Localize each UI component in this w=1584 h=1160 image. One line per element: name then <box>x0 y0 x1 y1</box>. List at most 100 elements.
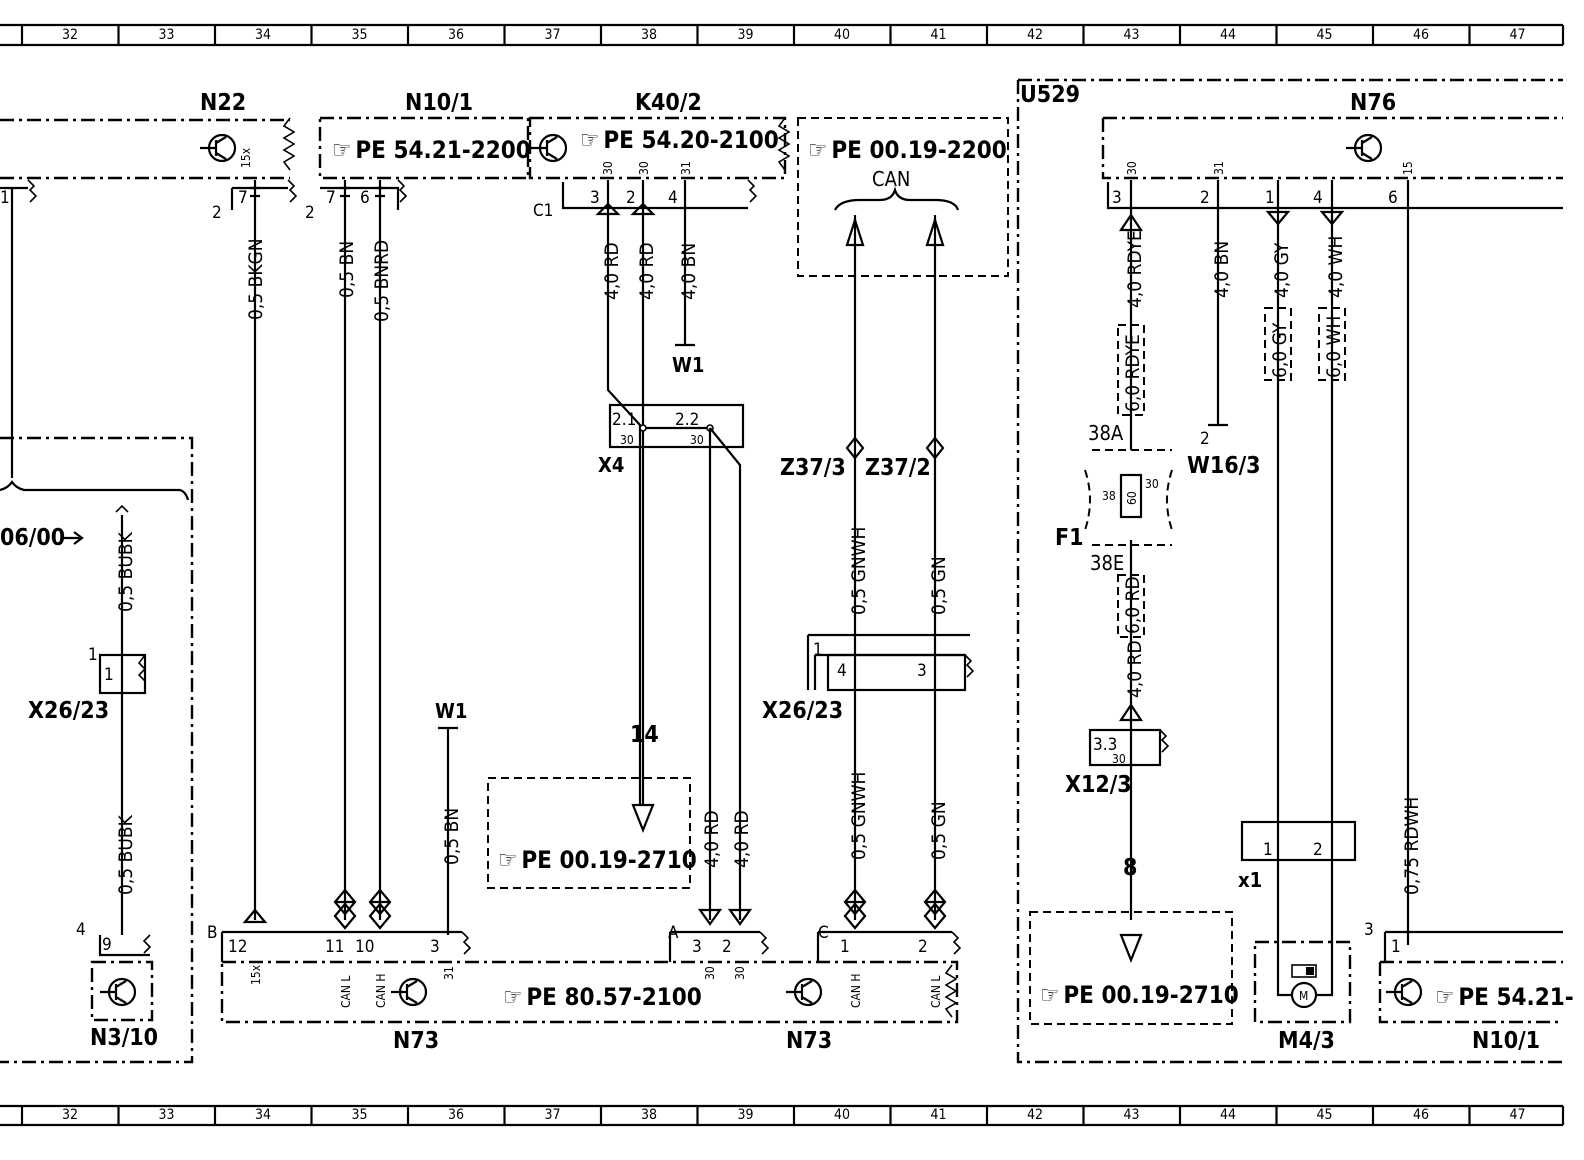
svg-text:2: 2 <box>626 188 636 208</box>
svg-text:3.3: 3.3 <box>1093 735 1117 755</box>
ruler-column-number: 33 <box>159 27 175 43</box>
svg-text:7: 7 <box>238 188 248 208</box>
ruler-column-number: 32 <box>62 1107 78 1123</box>
svg-text:38E: 38E <box>1090 551 1124 575</box>
ruler-column-number: 39 <box>738 27 754 43</box>
ref-pe-5420: ☞PE 54.20-2100 <box>580 126 779 154</box>
ruler-column-number: 42 <box>1027 1107 1043 1123</box>
svg-text:☞PE 80.57-2100: ☞PE 80.57-2100 <box>503 983 702 1011</box>
svg-text:15x: 15x <box>249 964 263 985</box>
svg-text:30: 30 <box>1125 161 1139 175</box>
svg-text:1: 1 <box>0 188 10 208</box>
ruler-column-number: 45 <box>1317 27 1333 43</box>
svg-text:4,0 RD: 4,0 RD <box>701 810 723 868</box>
svg-text:0,5 BUBK: 0,5 BUBK <box>115 814 137 895</box>
svg-text:30: 30 <box>733 966 747 980</box>
svg-text:x1: x1 <box>1238 868 1262 892</box>
svg-text:8: 8 <box>1123 855 1137 881</box>
label-n10-1-top: N10/1 <box>405 90 473 116</box>
svg-text:C: C <box>818 923 829 943</box>
svg-text:CAN L: CAN L <box>929 976 943 1008</box>
ruler-column-number: 43 <box>1124 27 1140 43</box>
svg-text:0,75 RDWH: 0,75 RDWH <box>1401 797 1423 895</box>
label-n22: N22 <box>200 90 246 116</box>
svg-text:X4: X4 <box>598 453 624 477</box>
svg-text:4,0 RD: 4,0 RD <box>1124 640 1146 698</box>
svg-text:3: 3 <box>430 937 440 957</box>
svg-text:6: 6 <box>1388 188 1398 208</box>
svg-text:0,5 GNWH: 0,5 GNWH <box>848 772 870 860</box>
svg-text:X12/3: X12/3 <box>1065 772 1132 798</box>
svg-text:4,0 GY: 4,0 GY <box>1271 242 1293 298</box>
svg-text:3: 3 <box>692 937 702 957</box>
svg-text:X26/23: X26/23 <box>28 698 109 724</box>
transistor-icon-n3-10 <box>100 977 137 1007</box>
svg-text:X26/23: X26/23 <box>762 698 843 724</box>
svg-text:3: 3 <box>1112 188 1122 208</box>
svg-text:2.2: 2.2 <box>675 410 699 430</box>
svg-text:4,0 RDYE: 4,0 RDYE <box>1124 230 1146 308</box>
ruler-column-number: 40 <box>834 1107 850 1123</box>
svg-text:4: 4 <box>668 188 678 208</box>
svg-text:2: 2 <box>722 937 732 957</box>
svg-text:N76: N76 <box>1350 90 1396 116</box>
wire-bn: 0,5 BN <box>336 241 358 298</box>
ruler-column-number: 36 <box>448 27 464 43</box>
svg-text:N73: N73 <box>393 1028 439 1054</box>
svg-text:2: 2 <box>1200 429 1210 449</box>
svg-text:4: 4 <box>837 661 847 681</box>
svg-text:14: 14 <box>630 722 659 748</box>
ruler-column-number: 34 <box>255 1107 271 1123</box>
svg-text:B: B <box>207 923 218 943</box>
transistor-icon-n73-b <box>786 977 823 1007</box>
svg-text:W16/3: W16/3 <box>1187 453 1261 479</box>
svg-text:F1: F1 <box>1055 525 1084 551</box>
svg-text:38A: 38A <box>1088 421 1124 445</box>
svg-text:2: 2 <box>1200 188 1210 208</box>
svg-text:6: 6 <box>360 188 370 208</box>
transistor-icon-k40 <box>531 133 568 163</box>
svg-text:30: 30 <box>1112 752 1126 766</box>
svg-text:4,0 WH: 4,0 WH <box>1325 236 1347 298</box>
wire-bnrd: 0,5 BNRD <box>371 240 393 322</box>
svg-text:N73: N73 <box>786 1028 832 1054</box>
svg-text:6,0 RD: 6,0 RD <box>1122 576 1144 634</box>
ruler-column-number: 47 <box>1510 1107 1526 1123</box>
svg-text:2: 2 <box>918 937 928 957</box>
ruler-column-number: 45 <box>1317 1107 1333 1123</box>
svg-text:4: 4 <box>1313 188 1323 208</box>
svg-text:11: 11 <box>325 937 344 957</box>
svg-text:38: 38 <box>1102 489 1116 503</box>
svg-text:15: 15 <box>1401 161 1415 175</box>
ruler-column-number: 43 <box>1124 1107 1140 1123</box>
svg-text:30: 30 <box>637 161 651 175</box>
svg-text:1: 1 <box>1265 188 1275 208</box>
svg-text:31: 31 <box>442 966 456 980</box>
svg-text:W1: W1 <box>672 353 704 377</box>
ruler-column-number: 46 <box>1413 1107 1429 1123</box>
svg-text:U529: U529 <box>1020 82 1080 108</box>
svg-text:30: 30 <box>703 966 717 980</box>
svg-text:A: A <box>668 923 679 943</box>
svg-text:9: 9 <box>102 935 112 955</box>
svg-text:1: 1 <box>88 645 98 665</box>
svg-text:12: 12 <box>228 937 247 957</box>
ruler-column-number: 47 <box>1510 27 1526 43</box>
ruler-column-number: 35 <box>352 1107 368 1123</box>
svg-text:CAN: CAN <box>872 167 910 191</box>
svg-text:31: 31 <box>1212 161 1226 175</box>
ruler-column-number: 33 <box>159 1107 175 1123</box>
ruler-column-number: 41 <box>931 1107 947 1123</box>
svg-text:CAN H: CAN H <box>374 973 388 1008</box>
svg-text:CAN H: CAN H <box>849 973 863 1008</box>
ruler-column-number: 44 <box>1220 1107 1236 1123</box>
svg-text:60: 60 <box>1125 491 1139 505</box>
svg-text:31: 31 <box>679 161 693 175</box>
svg-text:0,5 GN: 0,5 GN <box>928 801 950 860</box>
ruler-column-number: 37 <box>545 1107 561 1123</box>
ruler-column-number: 40 <box>834 27 850 43</box>
svg-text:1: 1 <box>813 640 823 660</box>
